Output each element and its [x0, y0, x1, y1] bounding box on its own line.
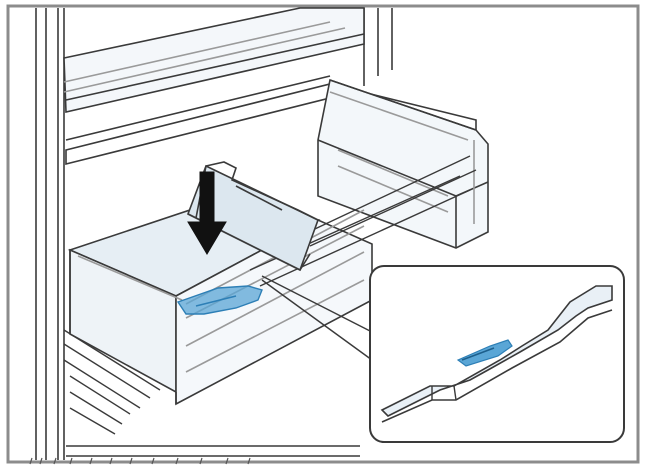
fridge-side-wall	[35, 8, 65, 460]
cropped-caption-strokes	[29, 457, 251, 465]
detail-callout	[369, 265, 625, 443]
upper-glass-shelf	[63, 7, 365, 113]
drawer-clip-icon	[176, 285, 263, 315]
rail-detail	[380, 285, 613, 417]
clip-detail-icon	[456, 339, 513, 367]
down-arrow-icon	[187, 171, 227, 255]
callout-leader	[261, 275, 373, 361]
